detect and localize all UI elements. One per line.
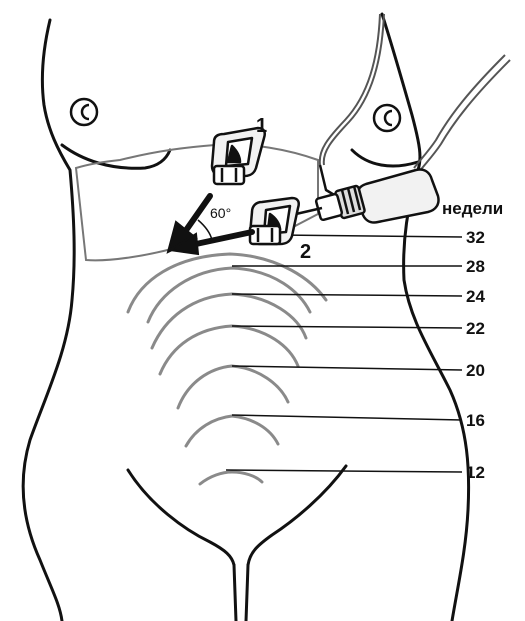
nipple-right: [374, 105, 400, 131]
leader-lines: [226, 235, 462, 472]
week-label: 24: [466, 287, 485, 306]
units-label: недели: [442, 199, 503, 218]
week-labels: 32 28 24 22 20 16 12: [466, 228, 485, 482]
angle-arc: [198, 220, 212, 240]
transducer-2-icon: [250, 198, 299, 244]
week-label: 20: [466, 361, 485, 380]
week-label: 28: [466, 257, 485, 276]
week-label: 32: [466, 228, 485, 247]
arc-16: [186, 416, 278, 446]
transducer-2-label: 2: [300, 241, 311, 263]
arc-20: [178, 366, 288, 408]
arc-12: [200, 472, 262, 484]
arc-24: [152, 294, 306, 348]
week-label: 22: [466, 319, 485, 338]
catheter-tubing: [320, 14, 510, 172]
transducer-1-label: 1: [256, 115, 267, 137]
week-label: 12: [466, 463, 485, 482]
nipple-left: [71, 99, 97, 125]
angle-label: 60°: [210, 205, 231, 221]
week-label: 16: [466, 411, 485, 430]
groin-outline: [128, 466, 346, 621]
fundal-arcs: [128, 254, 326, 484]
torso-outline: [23, 14, 468, 621]
